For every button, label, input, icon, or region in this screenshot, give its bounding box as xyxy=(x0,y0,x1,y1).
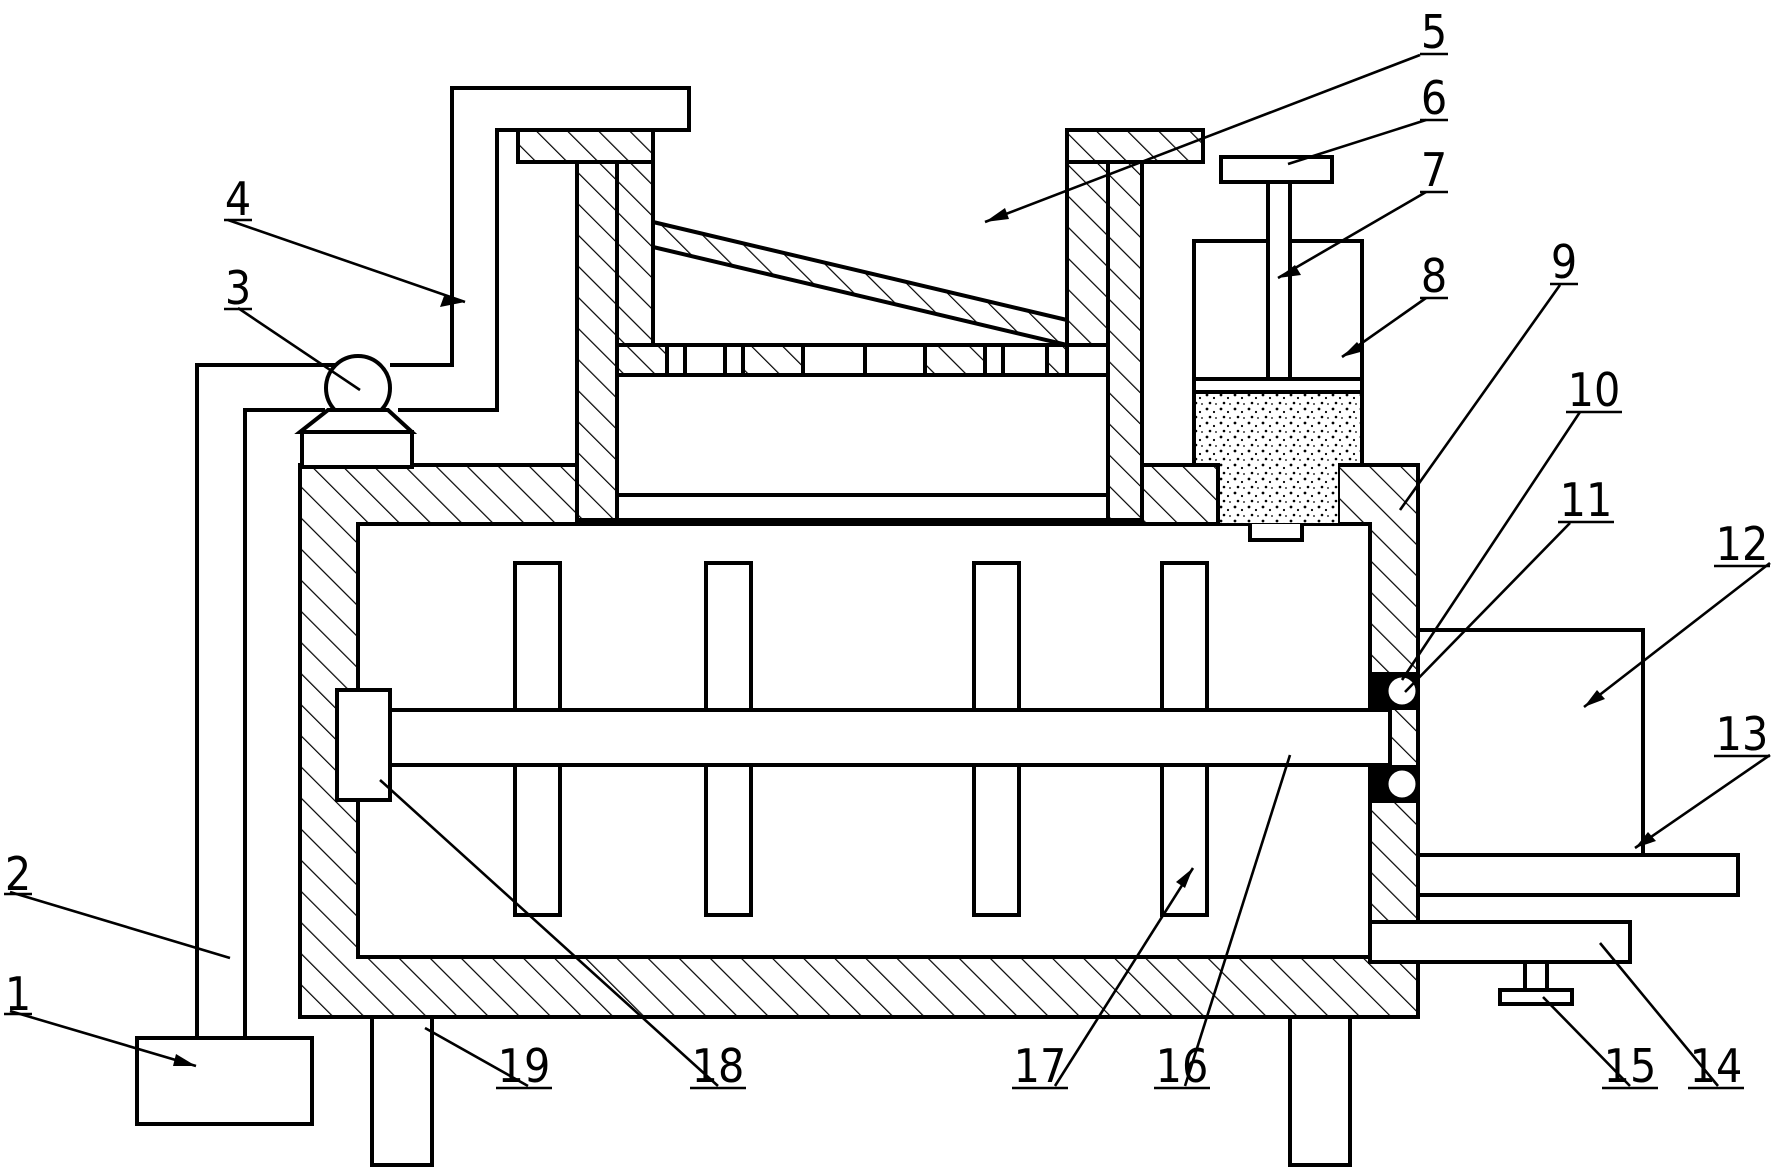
callout-1: 1 xyxy=(5,967,31,1021)
callout-13: 13 xyxy=(1716,707,1769,761)
callout-19: 19 xyxy=(498,1039,551,1093)
leg-left xyxy=(370,1015,434,1167)
water-supply xyxy=(135,86,691,1126)
callout-labels: 1 2 3 4 5 6 7 8 9 10 11 12 13 14 15 16 1… xyxy=(4,5,1770,1093)
callout-17: 17 xyxy=(1014,1039,1067,1093)
motor-assembly xyxy=(1368,628,1740,1006)
valve-knob xyxy=(1498,988,1574,1006)
discharge-plate xyxy=(1368,920,1632,964)
water-tank xyxy=(135,1036,314,1126)
leg-right xyxy=(1288,1015,1352,1167)
callout-16: 16 xyxy=(1156,1039,1209,1093)
callout-14: 14 xyxy=(1690,1039,1743,1093)
callout-7: 7 xyxy=(1421,143,1447,197)
callout-5: 5 xyxy=(1421,5,1447,59)
callout-9: 9 xyxy=(1551,235,1577,289)
motor xyxy=(1416,628,1645,857)
callout-12: 12 xyxy=(1716,517,1769,571)
pump-base xyxy=(300,430,414,469)
callout-2: 2 xyxy=(5,847,31,901)
callout-15: 15 xyxy=(1604,1039,1657,1093)
stirring-assembly xyxy=(335,561,1419,917)
leader-lines xyxy=(9,53,1771,1088)
powder-hopper xyxy=(1192,155,1364,523)
shaft xyxy=(388,708,1392,767)
motor-support xyxy=(1416,853,1740,897)
callout-10: 10 xyxy=(1568,363,1621,417)
callout-6: 6 xyxy=(1421,71,1447,125)
callout-18: 18 xyxy=(692,1039,745,1093)
callout-8: 8 xyxy=(1421,249,1447,303)
callout-11: 11 xyxy=(1560,473,1613,527)
feed-hopper xyxy=(516,128,1205,522)
callout-4: 4 xyxy=(225,172,251,226)
callout-3: 3 xyxy=(225,261,251,315)
